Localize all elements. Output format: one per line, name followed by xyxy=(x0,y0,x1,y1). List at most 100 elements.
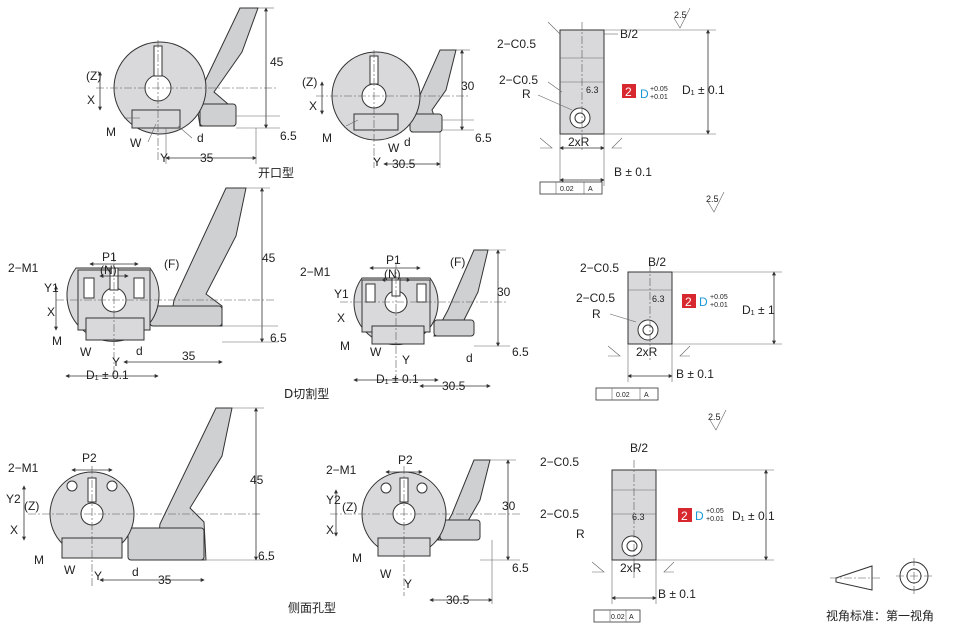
open-type-section xyxy=(537,7,716,195)
label-x-ds: X xyxy=(337,311,345,325)
sec1-d1: D₁ ± 0.1 xyxy=(682,83,725,97)
sec3-b2: B/2 xyxy=(630,441,648,455)
dim-6-5: 6.5 xyxy=(280,129,297,143)
label-d: d xyxy=(197,131,204,145)
sec1-r: R xyxy=(522,87,531,101)
sec3-tol-up: +0.05 xyxy=(706,508,724,515)
label-x: X xyxy=(87,93,95,107)
open-type-view-large xyxy=(96,7,280,164)
dim-45-s: 45 xyxy=(250,473,264,487)
sec2-rough: 6.3 xyxy=(652,294,665,304)
dcut-type-view-small xyxy=(340,249,510,388)
caption-dcut-type: D切割型 xyxy=(284,386,329,401)
sec3-c05-top: 2−C0.5 xyxy=(540,455,579,469)
label-p1-d: P1 xyxy=(102,250,117,264)
label-m: M xyxy=(106,125,116,139)
label-z: (Z) xyxy=(86,69,101,83)
label-p2-s: P2 xyxy=(82,451,97,465)
label-y-d: Y xyxy=(112,355,120,369)
dcut-type-section xyxy=(595,191,782,401)
label-w: W xyxy=(130,136,142,150)
label-y-ss: Y xyxy=(404,577,412,591)
sec2-d1: D₁ ± 1 xyxy=(742,303,775,317)
sec3-perp: 0.02 xyxy=(611,614,625,621)
label-w-ds: W xyxy=(370,345,382,359)
label-d-s: d xyxy=(132,565,139,579)
caption-open-type: 开口型 xyxy=(258,166,294,180)
projection-caption: 视角标准：第一视角 xyxy=(826,608,934,623)
label-y2-s: Y2 xyxy=(6,492,21,506)
sec2-tol-up: +0.05 xyxy=(710,294,728,301)
label-w-d: W xyxy=(80,345,92,359)
label-dd-ds: d xyxy=(466,351,473,365)
sec2-b01: B ± 0.1 xyxy=(676,367,714,381)
sec1-b2: B/2 xyxy=(620,27,638,41)
dim-45: 45 xyxy=(270,55,284,69)
dim-45-d: 45 xyxy=(262,251,276,265)
label-w-b: W xyxy=(388,141,400,155)
sec3-c05-mid: 2−C0.5 xyxy=(540,507,579,521)
label-p1-ds: P1 xyxy=(386,253,401,267)
label-z-ss: (Z) xyxy=(342,500,357,514)
label-m-s: M xyxy=(34,553,44,567)
dim-35: 35 xyxy=(200,151,214,165)
label-w-ss: W xyxy=(380,567,392,581)
sec1-rough: 6.3 xyxy=(586,85,599,95)
sec3-d: D xyxy=(695,509,704,523)
label-m1-ss: 2−M1 xyxy=(326,463,357,477)
sec1-tol-low: +0.01 xyxy=(650,94,668,101)
dim-30: 30 xyxy=(461,79,475,93)
label-n-ds: (N) xyxy=(384,267,401,281)
sec3-r: R xyxy=(576,527,585,541)
dim-d1-d: D₁ ± 0.1 xyxy=(86,368,129,382)
dcut-type-view-large xyxy=(54,187,278,378)
sec2-perp: 0.02 xyxy=(616,392,630,399)
sec2-c05-top: 2−C0.5 xyxy=(580,261,619,275)
side-hole-type-section xyxy=(591,409,774,623)
label-y2-ss: Y2 xyxy=(326,493,341,507)
sec1-perp: 0.02 xyxy=(560,186,574,193)
label-m1-ds: 2−M1 xyxy=(300,265,331,279)
sec3-datum: A xyxy=(629,614,634,621)
sec1-b01: B ± 0.1 xyxy=(614,165,652,179)
sec1-badge: 2 xyxy=(625,85,632,99)
label-x-b: X xyxy=(309,99,317,113)
side-hole-type-view-large xyxy=(22,407,270,588)
label-m1-d: 2−M1 xyxy=(8,261,39,275)
sec1-rough25: 2.5 xyxy=(674,10,687,20)
dim-35-d: 35 xyxy=(182,349,196,363)
sec3-rough25: 2.5 xyxy=(708,412,721,422)
label-y-s: Y xyxy=(94,569,102,583)
label-x-s: X xyxy=(10,523,18,537)
dim-30-5-d: 30.5 xyxy=(442,379,466,393)
dim-d1-ds: D₁ ± 0.1 xyxy=(376,372,419,386)
dim-30-s: 30 xyxy=(502,499,516,513)
sec2-b2: B/2 xyxy=(648,255,666,269)
sec2-r: R xyxy=(592,307,601,321)
sec3-rough: 6.3 xyxy=(632,512,645,522)
label-f-ds: (F) xyxy=(450,255,465,269)
open-type-view-small xyxy=(316,49,474,168)
dim-6-5-s: 6.5 xyxy=(258,549,275,563)
sec1-datum: A xyxy=(588,186,593,193)
sec1-d: D xyxy=(640,87,649,101)
label-y1-ds: Y1 xyxy=(334,287,349,301)
sec2-rough25: 2.5 xyxy=(706,194,719,204)
sec2-2xr: 2xR xyxy=(636,345,658,359)
label-y-b: Y xyxy=(373,155,381,169)
label-z-s: (Z) xyxy=(24,499,39,513)
label-y-ds: Y xyxy=(402,353,410,367)
label-f-d: (F) xyxy=(164,257,179,271)
sec2-badge: 2 xyxy=(685,295,692,309)
sec2-datum: A xyxy=(644,392,649,399)
sec1-tol-up: +0.05 xyxy=(650,86,668,93)
label-z-b: (Z) xyxy=(302,75,317,89)
label-x-d: X xyxy=(47,305,55,319)
label-m-d: M xyxy=(52,334,62,348)
caption-side-hole-type: 侧面孔型 xyxy=(288,601,336,615)
label-n-d: (N) xyxy=(100,263,117,277)
sec2-tol-low: +0.01 xyxy=(710,302,728,309)
dim-6-5-ds: 6.5 xyxy=(512,345,529,359)
dim-35-s: 35 xyxy=(158,573,172,587)
label-m-ss: M xyxy=(352,551,362,565)
